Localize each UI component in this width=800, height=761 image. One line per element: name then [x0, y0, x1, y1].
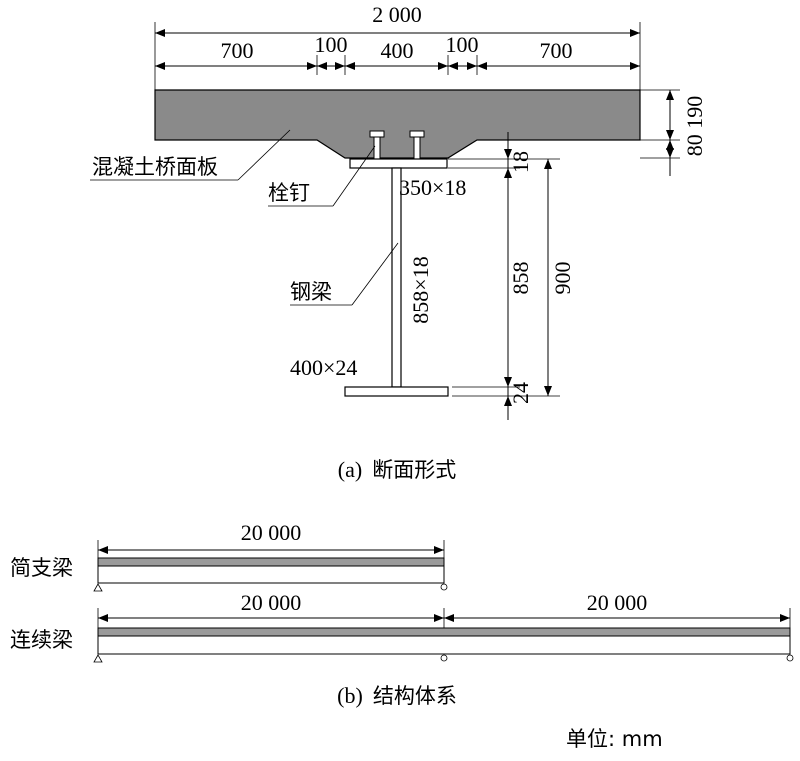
caption-a: (a) 断面形式	[338, 457, 456, 482]
label-stud: 栓钉	[268, 181, 310, 205]
concrete-deck	[154, 89, 641, 159]
leader-beam: 钢梁	[290, 242, 399, 306]
unit-note: 单位: mm	[566, 727, 663, 751]
label-bottom-flange: 400×24	[290, 355, 357, 380]
simple-beam-system: 简支梁 20 000	[10, 520, 448, 592]
label-top-flange: 350×18	[399, 175, 466, 200]
label-deck: 混凝土桥面板	[92, 155, 218, 179]
dim-continuous-span-1: 20 000	[241, 590, 302, 615]
dim-web: 858	[508, 262, 533, 295]
caption-a-prefix: (a)	[338, 457, 362, 482]
continuous-beam-system: 连续梁 20 000 20 000	[10, 590, 794, 663]
steel-girder	[344, 158, 449, 397]
dim-slab: 80 190	[682, 96, 707, 157]
slab-thickness-dims: 80 190	[640, 89, 707, 176]
leader-deck: 混凝土桥面板	[90, 129, 291, 181]
dim-seg-5: 700	[540, 38, 573, 63]
label-continuous-beam: 连续梁	[10, 628, 73, 652]
caption-a-text: 断面形式	[372, 458, 456, 482]
label-simple-beam: 简支梁	[10, 556, 73, 580]
girder-height-dims: 18 858 900 24	[448, 132, 575, 420]
dim-bottom-flange: 24	[508, 382, 533, 404]
top-dimensions: 2 000 700 100 400 100 700	[154, 2, 641, 90]
dim-continuous-span-2: 20 000	[587, 590, 648, 615]
dim-total: 2 000	[372, 2, 422, 27]
label-web: 858×18	[408, 256, 433, 323]
web	[391, 167, 402, 388]
caption-b-prefix: (b)	[337, 683, 363, 708]
pin-support	[93, 583, 103, 592]
label-beam: 钢梁	[290, 280, 332, 304]
dim-seg-1: 700	[221, 38, 254, 63]
leader-stud: 栓钉	[268, 145, 376, 207]
dim-simple-span: 20 000	[241, 520, 302, 545]
bottom-flange	[344, 386, 449, 397]
dim-top-flange: 18	[508, 151, 533, 173]
dim-seg-3: 400	[381, 38, 414, 63]
caption-b-text: 结构体系	[373, 684, 457, 708]
dim-girder-total: 900	[550, 262, 575, 295]
dim-seg-4: 100	[446, 32, 479, 57]
roller-support	[440, 583, 448, 591]
caption-b: (b) 结构体系	[337, 683, 457, 708]
dim-seg-2: 100	[315, 32, 348, 57]
